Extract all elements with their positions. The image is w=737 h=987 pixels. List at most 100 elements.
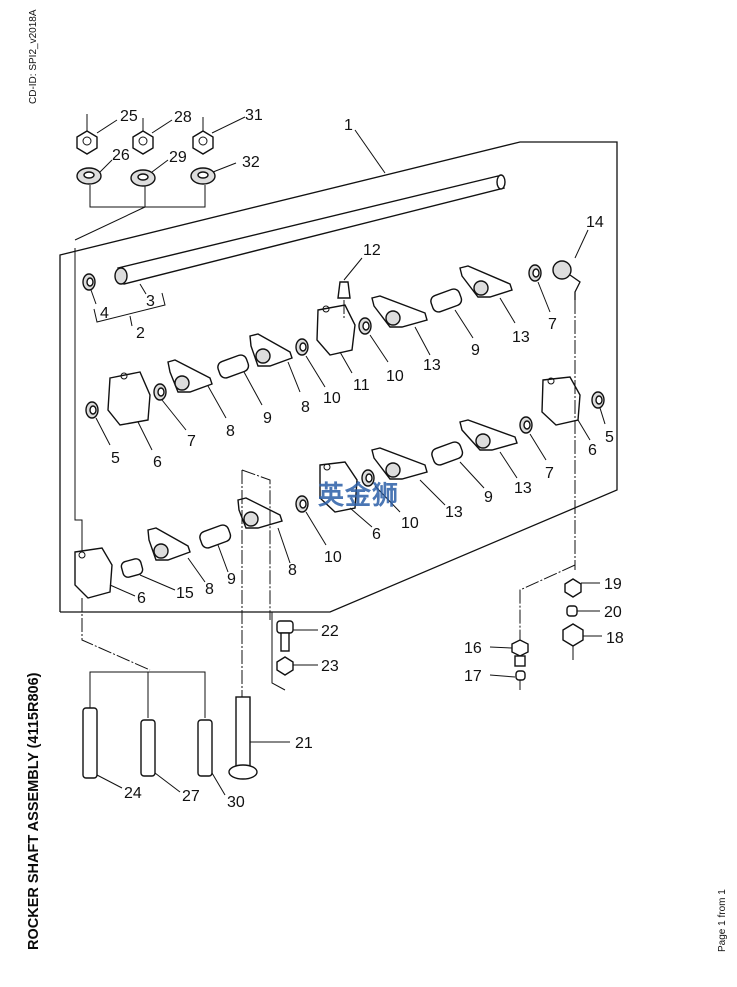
callout-7-left: 7: [187, 433, 196, 450]
plug-4: [82, 273, 96, 291]
washer-5a: [85, 401, 99, 419]
callout-6-left: 6: [153, 454, 162, 471]
callout-3: 3: [146, 293, 155, 310]
callout-6-right: 6: [588, 442, 597, 459]
stud-30: [197, 719, 213, 777]
callout-9-b: 9: [471, 342, 480, 359]
washer-10d: [361, 469, 375, 487]
rocker-arm-13a: [371, 295, 428, 328]
nut-25: [76, 130, 98, 155]
callout-22: 22: [321, 623, 339, 640]
callout-20: 20: [604, 604, 622, 621]
callout-17: 17: [464, 668, 482, 685]
rocker-arm-13b: [459, 265, 513, 298]
callout-29: 29: [169, 149, 187, 166]
callout-10-b: 10: [386, 368, 404, 385]
nut-23: [276, 656, 294, 676]
washer-26: [76, 167, 102, 185]
callout-31: 31: [245, 107, 263, 124]
callout-2: 2: [136, 325, 145, 342]
spacer-15: [120, 558, 144, 578]
callout-8-c: 8: [205, 581, 214, 598]
nut-31: [192, 130, 214, 155]
spring-9a: [217, 354, 250, 379]
bracket-2: [93, 292, 166, 323]
nut-28: [132, 130, 154, 155]
callout-19: 19: [604, 576, 622, 593]
rocker-arm-8c: [147, 527, 191, 561]
callout-13-c: 13: [445, 504, 463, 521]
callout-13-a: 13: [423, 357, 441, 374]
rocker-shaft: [114, 174, 506, 285]
callout-6-bottom: 6: [137, 590, 146, 607]
bracket-25-32: [74, 114, 206, 241]
callout-24: 24: [124, 785, 142, 802]
washer-7b: [528, 264, 542, 282]
washer-5b: [591, 391, 605, 409]
callout-11: 11: [353, 377, 370, 394]
olive-20: [566, 605, 578, 617]
callout-23: 23: [321, 658, 339, 675]
callout-7-right: 7: [548, 316, 557, 333]
callout-9-c: 9: [484, 489, 493, 506]
rocker-arm-8b: [249, 333, 293, 367]
callout-10-c: 10: [324, 549, 342, 566]
nut-19: [564, 578, 582, 598]
oil-feed-14: [552, 260, 581, 570]
support-6-right: [541, 376, 581, 426]
assembly-outline: [59, 141, 618, 613]
callout-15: 15: [176, 585, 194, 602]
connector-18: [562, 623, 584, 660]
rocker-arm-8a: [167, 359, 213, 393]
callout-13-b: 13: [512, 329, 530, 346]
callout-27: 27: [182, 788, 200, 805]
support-11: [316, 304, 356, 356]
callout-10-d: 10: [401, 515, 419, 532]
bolt-22: [276, 620, 294, 652]
washer-17: [515, 670, 526, 690]
callout-7-c: 7: [545, 465, 554, 482]
washer-7c: [519, 416, 533, 434]
stud-bracket: [81, 598, 206, 718]
callout-26: 26: [112, 147, 130, 164]
callout-14: 14: [586, 214, 604, 231]
washer-29: [130, 169, 156, 187]
rocker-arm-13d: [459, 419, 518, 451]
support-6-left: [107, 371, 151, 426]
bolt-guide-line: [271, 612, 286, 691]
callout-9-a: 9: [263, 410, 272, 427]
leader-lines: [90, 116, 606, 796]
watermark-logo: 英金狮: [318, 481, 400, 511]
callout-30: 30: [227, 794, 245, 811]
callout-28: 28: [174, 109, 192, 126]
callout-25: 25: [120, 108, 138, 125]
washer-10c: [295, 495, 309, 513]
callout-8-d: 8: [288, 562, 297, 579]
spring-9c: [431, 441, 464, 466]
callout-8-b: 8: [301, 399, 310, 416]
stud-24: [82, 707, 98, 779]
callout-4: 4: [100, 305, 109, 322]
callout-8-a: 8: [226, 423, 235, 440]
rocker-arm-13c: [371, 447, 428, 480]
washer-10a: [295, 338, 309, 356]
callout-16: 16: [464, 640, 482, 657]
callout-6-middle: 6: [372, 526, 381, 543]
oil-line-dash: [519, 564, 576, 640]
washer-32: [190, 167, 216, 185]
callout-5-left: 5: [111, 450, 120, 467]
washer-7a: [153, 383, 167, 401]
callout-12: 12: [363, 242, 381, 259]
spring-9d: [199, 524, 232, 549]
callout-5-right: 5: [605, 429, 614, 446]
callout-13-d: 13: [514, 480, 532, 497]
banjo-bolt-16: [511, 639, 529, 667]
callout-9-d: 9: [227, 571, 236, 588]
callout-18: 18: [606, 630, 624, 647]
callout-10-a: 10: [323, 390, 341, 407]
pushrod-21: [228, 469, 271, 780]
rocker-arm-8d: [237, 497, 283, 529]
callout-labels: 25 28 31 26 29 32 1 4 3 2 12 14 5 6 7 8 …: [100, 107, 624, 811]
callout-32: 32: [242, 154, 260, 171]
